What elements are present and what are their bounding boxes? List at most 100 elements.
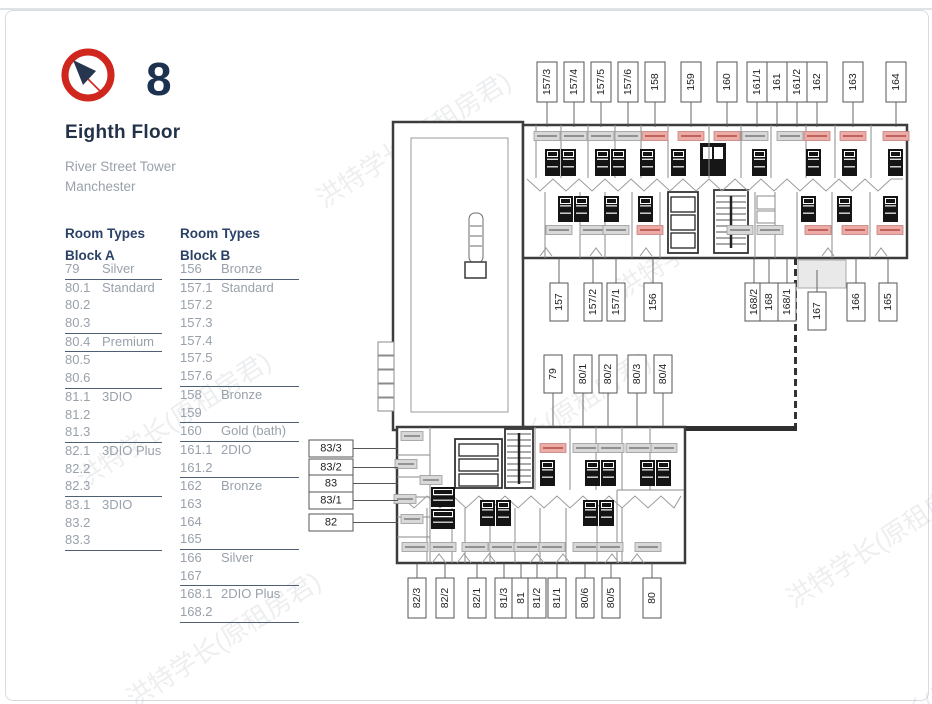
- bathroom-pod: [599, 500, 614, 526]
- svg-text:157/5: 157/5: [595, 69, 607, 95]
- legend-room-code: 166: [180, 550, 202, 565]
- legend-room-code: 80.4: [65, 333, 91, 349]
- svg-text:82/1: 82/1: [471, 588, 483, 609]
- plan-label-160: 160: [716, 61, 738, 103]
- room-tag-gray: [597, 443, 625, 453]
- svg-text:83/3: 83/3: [320, 443, 341, 455]
- bathroom-pod: [585, 460, 600, 486]
- plan-label-157/2: 157/2: [583, 282, 603, 322]
- plan-label-168/2: 168/2: [744, 282, 764, 322]
- legend-row: 157.2: [180, 297, 299, 315]
- svg-text:161/2: 161/2: [791, 69, 803, 95]
- room-tag-gray: [756, 225, 784, 235]
- door-chevron: [874, 247, 888, 257]
- plan-label-157: 157: [549, 282, 569, 322]
- legend-room-code: 80.1: [65, 279, 91, 295]
- plan-label-157/3: 157/3: [536, 61, 558, 103]
- plan-label-82/2: 82/2: [435, 577, 455, 619]
- room-tag-gray: [461, 542, 489, 552]
- legend-b-heading: Room Types: [180, 226, 261, 241]
- compass-clock-logo: [61, 48, 115, 102]
- room-tag-gray: [572, 443, 600, 453]
- door-chevron: [431, 553, 447, 564]
- legend-room-code: 161.2: [180, 459, 213, 475]
- plan-label-83/1: 83/1: [308, 491, 354, 510]
- legend-room-type: 3DIO Plus: [102, 442, 162, 458]
- door-chevron: [821, 247, 835, 257]
- legend-row: 83.2: [65, 515, 162, 533]
- door-chevron: [539, 247, 553, 257]
- plan-label-157/1: 157/1: [606, 282, 626, 322]
- legend-room-code: 162: [180, 478, 202, 494]
- legend-room-type: Bronze: [221, 386, 263, 402]
- svg-text:164: 164: [890, 73, 902, 91]
- room-tag-gray: [579, 225, 607, 235]
- plan-label-80/1: 80/1: [573, 354, 593, 394]
- legend-room-code: 80.5: [65, 352, 91, 368]
- room-tag-gray: [741, 131, 769, 141]
- legend-room-type: Silver: [221, 550, 254, 565]
- bathroom-pod: [431, 487, 455, 507]
- bathroom-pod: [640, 149, 655, 176]
- plan-label-163: 163: [842, 61, 864, 103]
- plan-label-82/1: 82/1: [467, 577, 487, 619]
- svg-text:168: 168: [763, 293, 775, 311]
- logo-ring: [61, 48, 115, 102]
- bathroom-pod: [496, 500, 511, 526]
- plan-label-80/5: 80/5: [601, 577, 621, 619]
- bathroom-pod: [431, 509, 455, 529]
- plan-label-80: 80: [642, 577, 662, 619]
- plan-label-80/3: 80/3: [627, 354, 647, 394]
- svg-text:80/1: 80/1: [577, 364, 589, 385]
- legend-room-code: 80.2: [65, 297, 91, 313]
- room-tag-gray: [596, 542, 624, 552]
- legend-row: 80.3: [65, 315, 162, 334]
- logo-needle-tail: [87, 78, 103, 94]
- legend-row: 82.2: [65, 461, 162, 479]
- svg-text:82/3: 82/3: [411, 588, 423, 609]
- legend-room-code: 82.3: [65, 478, 91, 494]
- bathroom-pod: [545, 149, 560, 176]
- room-tag-gray: [634, 542, 662, 552]
- svg-text:81: 81: [515, 592, 527, 604]
- room-tag-gray: [650, 443, 678, 453]
- legend-room-code: 81.1: [65, 388, 91, 404]
- legend-room-code: 80.3: [65, 315, 91, 331]
- legend-room-code: 80.6: [65, 370, 91, 386]
- room-tag-red: [713, 131, 741, 141]
- bathroom-pod: [640, 460, 655, 486]
- legend-room-code: 81.2: [65, 406, 91, 422]
- bathroom-pod: [842, 149, 857, 176]
- legend-row: 165: [180, 531, 299, 550]
- bathroom-pod: [837, 196, 852, 222]
- page-title: Eighth Floor: [65, 122, 181, 143]
- legend-room-type: Bronze: [221, 261, 263, 276]
- svg-text:80/4: 80/4: [657, 364, 669, 385]
- svg-text:168/2: 168/2: [748, 289, 760, 315]
- plan-label-81/3: 81/3: [494, 577, 514, 619]
- plan-label-81/2: 81/2: [527, 577, 547, 619]
- svg-text:156: 156: [647, 293, 659, 311]
- room-tag-red: [539, 443, 567, 453]
- bathroom-pod: [801, 196, 816, 222]
- plan-label-168/1: 168/1: [777, 282, 797, 322]
- plan-label-166: 166: [846, 282, 866, 322]
- legend-room-code: 157.5: [180, 350, 213, 366]
- legend-room-code: 161.1: [180, 441, 213, 457]
- room-tag-gray: [545, 225, 573, 235]
- legend-room-code: 159: [180, 404, 202, 420]
- legend-room-code: 83.1: [65, 496, 91, 512]
- room-tag-gray: [513, 542, 541, 552]
- room-tag-gray: [401, 542, 429, 552]
- atrium-left-stack: [377, 341, 395, 412]
- legend-room-type: Gold (bath): [221, 423, 287, 439]
- legend-room-code: 163: [180, 495, 202, 511]
